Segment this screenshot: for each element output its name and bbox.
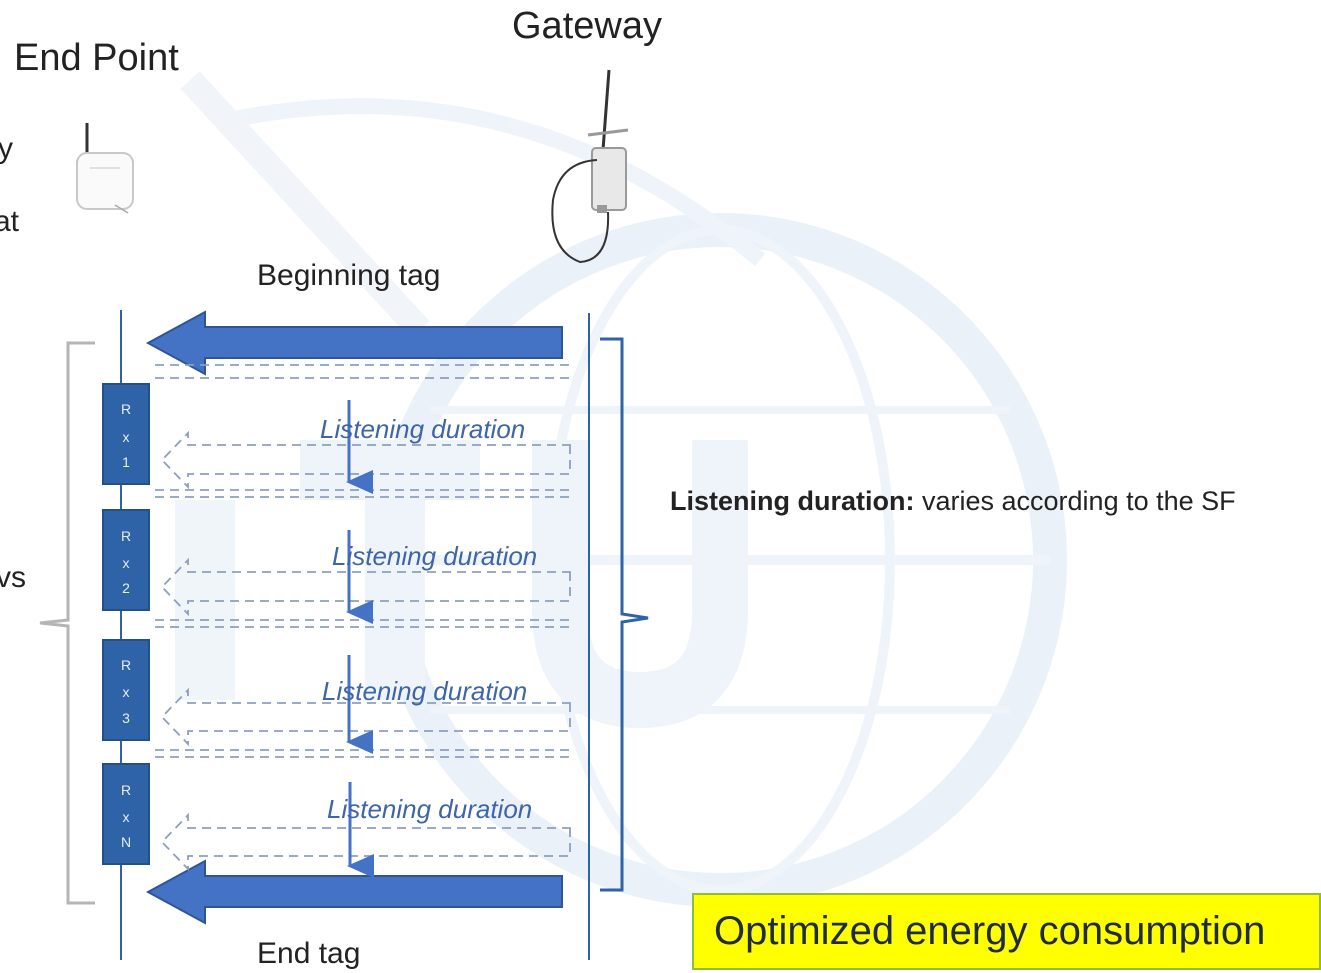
optimized-energy-text: Optimized energy consumption bbox=[714, 909, 1266, 953]
itu-watermark bbox=[175, 71, 1067, 907]
rx2-box: R x 2 bbox=[102, 509, 150, 611]
listening-duration-label: Listening duration bbox=[327, 794, 532, 824]
rxN-box: R x N bbox=[102, 763, 150, 865]
listening-duration-label: Listening duration bbox=[332, 541, 537, 571]
rx1-box: R x 1 bbox=[102, 383, 150, 485]
left-brace bbox=[39, 341, 95, 905]
rx3-box: R x 3 bbox=[102, 639, 150, 741]
rx-box-label: R bbox=[121, 657, 131, 673]
end-tag-label: End tag bbox=[257, 937, 360, 970]
listening-duration-label: Listening duration bbox=[322, 676, 527, 706]
rx-window-group: Listening duration bbox=[155, 364, 571, 498]
optimized-energy-callout: Optimized energy consumption bbox=[692, 893, 1321, 970]
clipped-text-fragment: vs bbox=[0, 561, 26, 594]
rx-box-label: x bbox=[123, 429, 130, 445]
rx-window-group: Listening duration bbox=[160, 782, 571, 878]
listening-duration-label: Listening duration bbox=[320, 414, 525, 444]
note-bold: Listening duration: bbox=[670, 486, 914, 516]
end-point-title: End Point bbox=[14, 37, 179, 79]
rx-box-label: N bbox=[121, 834, 131, 850]
listening-duration-note: Listening duration: varies according to … bbox=[670, 486, 1236, 516]
beginning-tag-label: Beginning tag bbox=[257, 259, 441, 292]
gateway-device-icon bbox=[551, 69, 629, 264]
gateway-title: Gateway bbox=[512, 5, 662, 47]
rx-window-group: Listening duration bbox=[155, 655, 571, 758]
clipped-text-fragment: y bbox=[0, 132, 13, 165]
clipped-text-fragment: at bbox=[0, 205, 20, 238]
rx-box-label: 1 bbox=[122, 454, 130, 470]
rx-box-label: R bbox=[121, 782, 131, 798]
rx-box-label: R bbox=[121, 528, 131, 544]
beginning-tag-arrow bbox=[145, 310, 563, 376]
rx-box-label: 2 bbox=[122, 580, 130, 596]
end-tag-arrow bbox=[145, 859, 563, 925]
rx-box-label: 3 bbox=[122, 710, 130, 726]
note-rest: varies according to the SF bbox=[914, 486, 1235, 516]
rx-box-label: x bbox=[123, 684, 130, 700]
rx-window-group: Listening duration bbox=[155, 530, 571, 628]
end-device-icon bbox=[76, 123, 134, 214]
rx-box-label: x bbox=[123, 809, 130, 825]
rx-box-label: R bbox=[121, 401, 131, 417]
right-brace bbox=[600, 337, 649, 892]
rx-box-label: x bbox=[123, 555, 130, 571]
